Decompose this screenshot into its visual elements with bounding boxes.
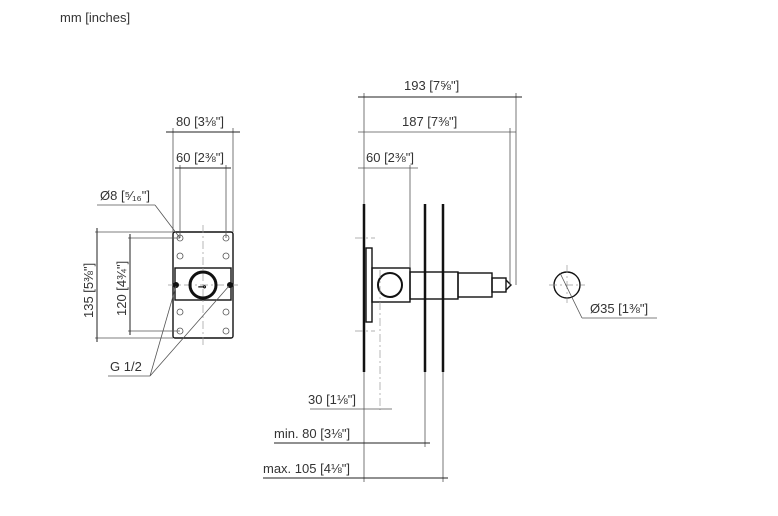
dim-length-stem: 187 [7⅜"] xyxy=(402,114,457,129)
connection-left xyxy=(173,282,179,288)
connection-label: G 1/2 xyxy=(110,359,142,374)
dim-height-holes: 120 [4¾"] xyxy=(114,261,129,316)
dim-min-offset: 30 [1⅛"] xyxy=(308,392,356,407)
dim-min-wall: min. 80 [3⅛"] xyxy=(274,426,350,441)
dim-height-outer: 135 [5⅜"] xyxy=(81,263,96,318)
dim-width-holes: 60 [2⅜"] xyxy=(176,150,224,165)
dim-body-depth: 60 [2⅜"] xyxy=(366,150,414,165)
side-view: 193 [7⅝"] 187 [7⅜"] 60 [2⅜"] Ø35 [1⅜"] 3… xyxy=(263,78,657,482)
dim-hole-diameter: Ø8 [⁵⁄₁₆"] xyxy=(100,188,150,203)
dim-width-outer: 80 [3⅛"] xyxy=(176,114,224,129)
dim-rosette-diameter: Ø35 [1⅜"] xyxy=(590,301,648,316)
stem xyxy=(457,272,493,298)
stem-tip xyxy=(491,277,507,293)
dim-max-wall: max. 105 [4⅛"] xyxy=(263,461,350,476)
front-view: ⊸ 80 [3⅛"] 60 [2⅜"] Ø8 [⁵⁄₁₆"] 135 [5⅜"]… xyxy=(81,114,240,377)
mounting-bracket xyxy=(365,247,373,323)
units-label: mm [inches] xyxy=(60,10,131,25)
dim-length-total: 193 [7⅝"] xyxy=(404,78,459,93)
svg-text:⊸: ⊸ xyxy=(198,282,207,293)
valve-outlet-circle xyxy=(188,270,218,300)
stem-sleeve xyxy=(409,271,459,300)
